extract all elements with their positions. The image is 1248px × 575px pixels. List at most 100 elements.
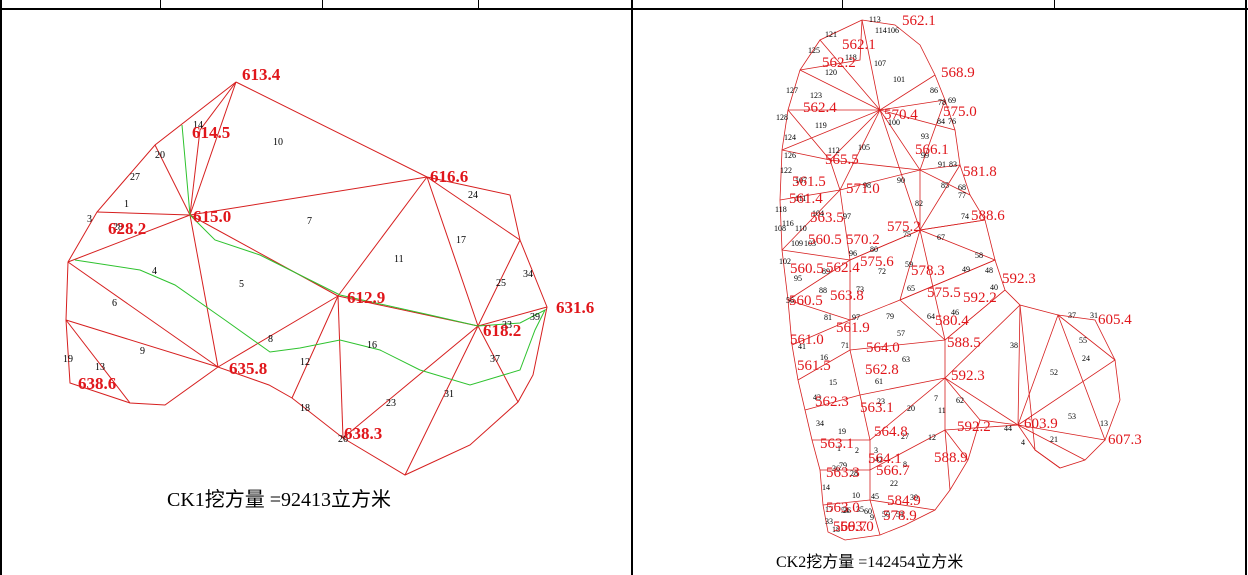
point-number: 3	[874, 446, 878, 455]
point-number: 17	[825, 505, 833, 514]
elevation-label: 575.2	[887, 219, 921, 235]
point-number: 7	[307, 216, 312, 227]
point-number: 12	[300, 357, 310, 368]
center-divider	[631, 0, 633, 575]
elevation-label: 562.1	[902, 13, 936, 29]
point-number: 18	[300, 403, 310, 414]
point-number: 49	[962, 265, 970, 274]
point-number: 57	[897, 329, 905, 338]
elevation-label: 614.5	[192, 123, 230, 142]
elevation-label: 571.0	[846, 181, 880, 197]
elevation-label: 581.8	[963, 164, 997, 180]
point-number: 120	[825, 68, 837, 77]
point-number: 28	[113, 222, 123, 233]
elevation-label: 628.2	[108, 219, 146, 238]
point-number: 51	[896, 510, 904, 519]
point-number: 27	[901, 432, 909, 441]
elevation-label: 607.3	[1108, 432, 1142, 448]
elevation-label: 561.9	[836, 320, 870, 336]
point-number: 113	[869, 15, 881, 24]
point-number: 7	[934, 394, 938, 403]
point-number: 126	[784, 151, 796, 160]
point-number: 85	[941, 181, 949, 190]
elevation-label: 560.5	[790, 261, 824, 277]
elevation-label: 561.4	[789, 191, 823, 207]
point-number: 12	[928, 433, 936, 442]
point-number: 31	[1090, 311, 1098, 320]
point-number: 125	[808, 46, 820, 55]
point-number: 82	[915, 199, 923, 208]
point-number: 71	[841, 341, 849, 350]
elevation-label: 568.9	[941, 65, 975, 81]
top-border	[0, 8, 1248, 10]
elevation-label: 618.2	[483, 321, 521, 340]
elevation-label: 562.4	[803, 100, 837, 116]
point-number: 33	[502, 320, 512, 331]
point-number: 80	[870, 245, 878, 254]
point-number: 13	[95, 362, 105, 373]
elevation-label: 566.7	[876, 463, 910, 479]
ck2-red-mesh	[779, 19, 1121, 541]
point-number: 18	[832, 525, 840, 534]
elevation-label: 635.8	[229, 359, 267, 378]
point-number: 9	[140, 346, 145, 357]
point-number: 35	[856, 505, 864, 514]
elevation-label: 566.1	[915, 142, 949, 158]
point-number: 97	[852, 313, 860, 322]
point-number: 93	[921, 132, 929, 141]
point-number: 65	[907, 284, 915, 293]
point-number: 19	[838, 427, 846, 436]
elevation-label: 560.5	[789, 293, 823, 309]
point-number: 26	[843, 506, 851, 515]
point-number: 23	[386, 398, 396, 409]
point-number: 127	[786, 86, 798, 95]
point-number: 11	[394, 254, 404, 265]
point-number: 41	[798, 342, 806, 351]
point-number: 100	[888, 118, 900, 127]
point-number: 96	[849, 249, 857, 258]
elevation-label: 563.3	[826, 465, 860, 481]
elevation-label: 584.9	[887, 493, 921, 509]
header-cell-divider	[478, 0, 479, 8]
elevation-label: 612.9	[347, 288, 385, 307]
point-number: 43	[813, 393, 821, 402]
elevation-label: 616.6	[430, 167, 468, 186]
point-number: 69	[948, 96, 956, 105]
point-number: 102	[779, 257, 791, 266]
elevation-label: 561.5	[792, 174, 826, 190]
point-number: 123	[810, 91, 822, 100]
elevation-label: 578.3	[911, 263, 945, 279]
point-number: 103	[804, 239, 816, 248]
ck2-caption: CK2挖方量 =142454立方米	[776, 554, 964, 571]
elevation-label: 603.9	[1024, 416, 1058, 432]
point-number: 14	[822, 483, 830, 492]
point-number: 121	[825, 30, 837, 39]
elevation-label: 638.6	[78, 374, 116, 393]
point-number: 72	[878, 267, 886, 276]
elevation-label: 569.7	[833, 519, 867, 535]
elevation-label: 580.4	[935, 313, 969, 329]
elevation-label: 570.4	[884, 107, 918, 123]
ck1-elevation-labels: 613.4614.5615.0616.6628.2612.9631.6618.2…	[78, 65, 594, 443]
elevation-label: 578.9	[883, 508, 917, 524]
elevation-label: 631.6	[556, 298, 594, 317]
point-number: 54	[841, 506, 849, 515]
point-number: 84	[937, 117, 945, 126]
point-number: 36	[832, 464, 840, 473]
elevation-label: 562.4	[826, 260, 860, 276]
point-number: 8	[268, 334, 273, 345]
ck1-red-mesh	[65, 81, 548, 476]
point-number: 124	[784, 133, 796, 142]
header-cell-divider	[842, 0, 843, 8]
point-number: 119	[815, 121, 827, 130]
point-number: 79	[839, 461, 847, 470]
left-border	[0, 0, 2, 575]
point-number: 16	[820, 353, 828, 362]
point-number: 118	[845, 53, 857, 62]
elevation-label: 575.5	[927, 285, 961, 301]
point-number: 116	[782, 219, 794, 228]
point-number: 45	[871, 492, 879, 501]
point-number: 5	[239, 279, 244, 290]
point-number: 58	[975, 251, 983, 260]
